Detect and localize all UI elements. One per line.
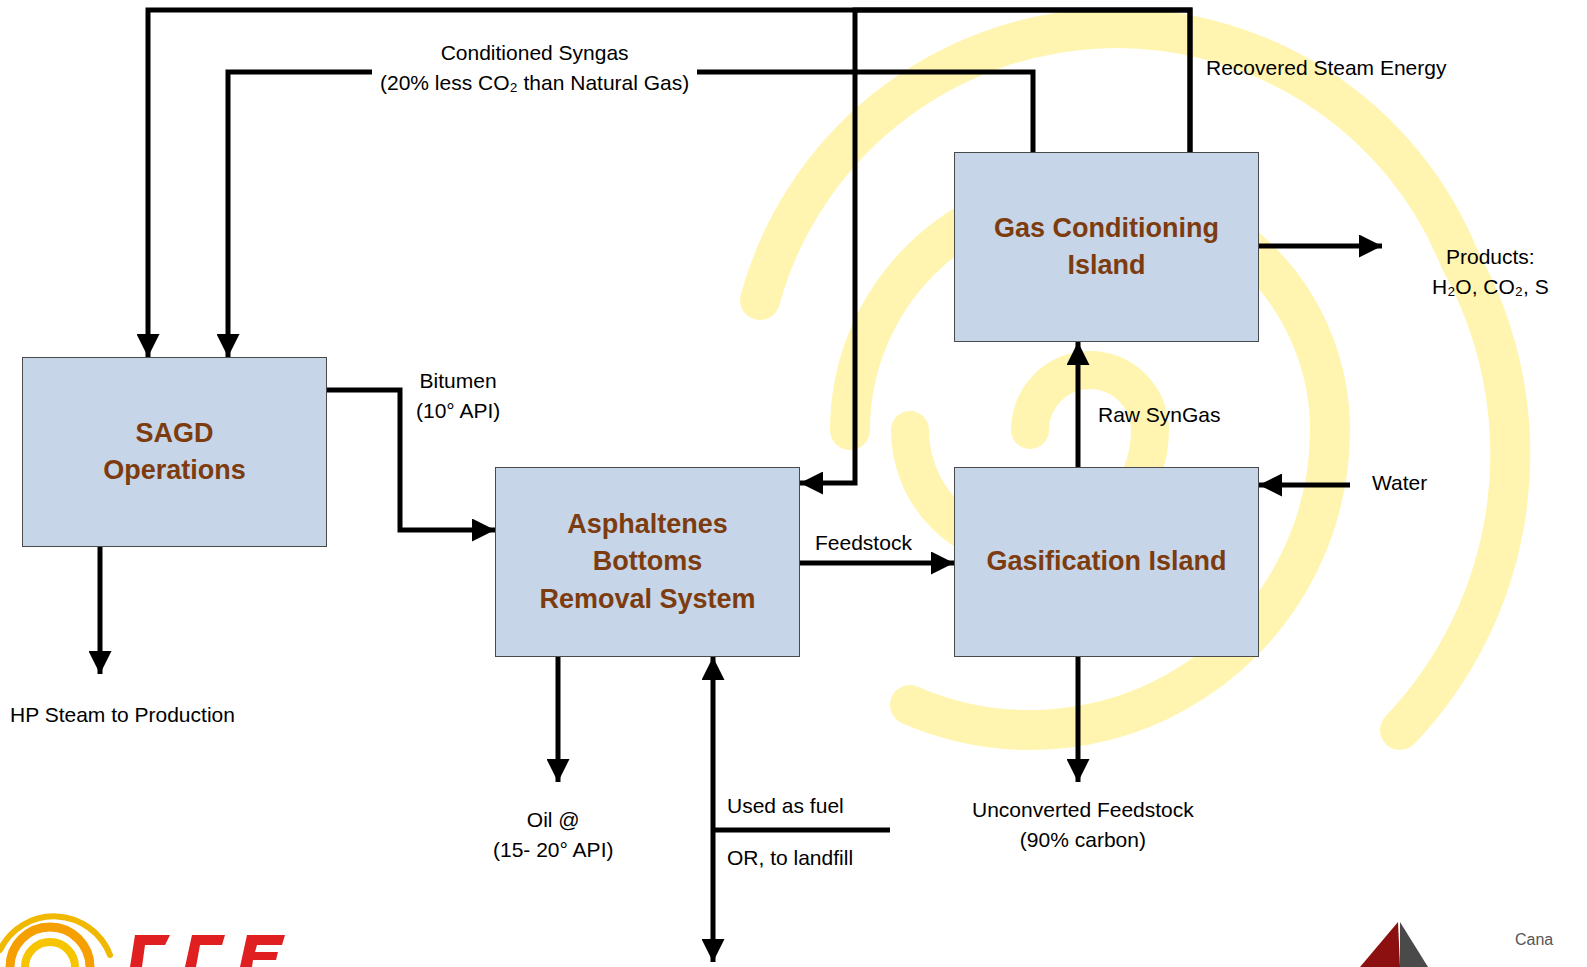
flow-label: Raw SynGas: [1098, 400, 1221, 430]
stream-label: Products: H₂O, CO₂, S: [1432, 242, 1549, 303]
process-box: Asphaltenes Bottoms Removal System: [495, 467, 800, 657]
flow-label: Conditioned Syngas (20% less CO₂ than Na…: [372, 38, 697, 99]
process-box: Gas Conditioning Island: [954, 152, 1259, 342]
stream-label: HP Steam to Production: [10, 700, 235, 730]
water-arrow: [1259, 483, 1350, 488]
flow-label: Recovered Steam Energy: [1206, 53, 1446, 83]
box-title: SAGD Operations: [103, 415, 246, 490]
stream-label: OR, to landfill: [727, 843, 853, 873]
flow-connector: [228, 72, 1033, 357]
stream-label: Used as fuel: [727, 791, 844, 821]
flow-label: Bitumen (10° API): [416, 366, 500, 427]
stream-label: Cana: [1515, 928, 1553, 951]
stream-label: Oil @ (15- 20° API): [493, 805, 613, 866]
stream-label: Water: [1372, 468, 1427, 498]
flow-label: Feedstock: [815, 528, 912, 558]
fuel-arrow: [711, 657, 716, 830]
process-box: Gasification Island: [954, 467, 1259, 657]
flow-connector: [800, 561, 954, 566]
landfill-arrow: [711, 830, 716, 962]
fuel-branch: [713, 828, 890, 833]
box-title: Gas Conditioning Island: [994, 210, 1219, 285]
products-arrow: [1259, 244, 1382, 249]
oil-arrow: [556, 657, 561, 782]
unconverted-arrow: [1076, 657, 1081, 782]
hp-steam-arrow: [98, 547, 103, 674]
flow-connector: [1076, 342, 1081, 467]
stream-label: Unconverted Feedstock (90% carbon): [972, 795, 1194, 856]
box-title: Gasification Island: [986, 543, 1226, 580]
box-title: Asphaltenes Bottoms Removal System: [539, 506, 755, 618]
process-box: SAGD Operations: [22, 357, 327, 547]
